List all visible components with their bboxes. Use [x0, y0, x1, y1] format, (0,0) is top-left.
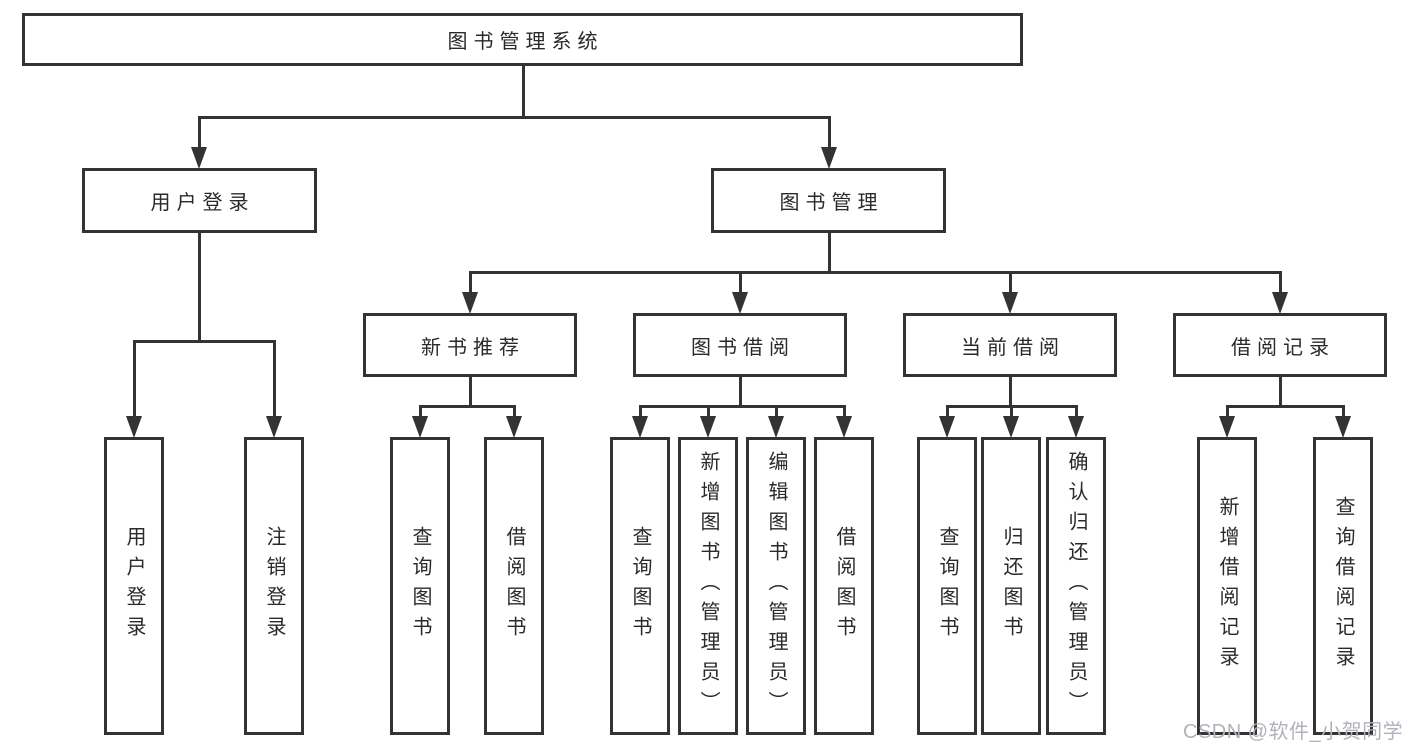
arrow-down-icon: [506, 416, 522, 438]
node-leaf-query-borrow-record: 查询借阅记录: [1313, 437, 1373, 735]
arrow-down-icon: [1335, 416, 1351, 438]
node-leaf-query-books-1: 查询图书: [390, 437, 450, 735]
csdn-watermark: CSDN @软件_小贺同学: [1183, 721, 1404, 743]
connector-line: [1225, 404, 1345, 408]
connector-line: [1341, 406, 1345, 417]
arrow-down-icon: [1003, 416, 1019, 438]
connector-line: [197, 117, 201, 148]
connector-line: [774, 406, 778, 417]
connector-line: [132, 339, 276, 343]
connector-line: [468, 272, 472, 293]
connector-line: [1278, 272, 1282, 293]
node-current-borrowing: 当前借阅: [903, 313, 1117, 377]
node-leaf-edit-book-admin: 编辑图书（管理员）: [746, 437, 806, 735]
connector-line: [638, 406, 642, 417]
arrow-down-icon: [1068, 416, 1084, 438]
arrow-down-icon: [732, 292, 748, 314]
node-library-system: 图书管理系统: [22, 13, 1023, 66]
connector-line: [738, 272, 742, 293]
arrow-down-icon: [191, 147, 207, 169]
arrow-down-icon: [266, 416, 282, 438]
node-leaf-logout: 注销登录: [244, 437, 304, 735]
connector-line: [738, 377, 742, 408]
arrow-down-icon: [126, 416, 142, 438]
connector-line: [1278, 377, 1282, 408]
node-leaf-add-borrow-record: 新增借阅记录: [1197, 437, 1257, 735]
arrow-down-icon: [632, 416, 648, 438]
node-leaf-query-books-3: 查询图书: [917, 437, 977, 735]
node-book-management: 图书管理: [711, 168, 946, 233]
connector-line: [418, 406, 422, 417]
arrow-down-icon: [821, 147, 837, 169]
connector-line: [842, 406, 846, 417]
node-borrowing-records: 借阅记录: [1173, 313, 1387, 377]
node-leaf-user-login: 用户登录: [104, 437, 164, 735]
connector-line: [638, 404, 846, 408]
arrow-down-icon: [462, 292, 478, 314]
connector-line: [827, 233, 831, 274]
node-leaf-borrow-books-1: 借阅图书: [484, 437, 544, 735]
connector-line: [1008, 272, 1012, 293]
arrow-down-icon: [1272, 292, 1288, 314]
connector-line: [468, 377, 472, 408]
connector-line: [945, 406, 949, 417]
arrow-down-icon: [412, 416, 428, 438]
arrow-down-icon: [1002, 292, 1018, 314]
connector-line: [1008, 377, 1012, 408]
connector-line: [706, 406, 710, 417]
arrow-down-icon: [768, 416, 784, 438]
node-book-borrowing: 图书借阅: [633, 313, 847, 377]
connector-line: [521, 66, 525, 119]
connector-line: [512, 406, 516, 417]
node-leaf-confirm-return-admin: 确认归还（管理员）: [1046, 437, 1106, 735]
connector-line: [418, 404, 516, 408]
arrow-down-icon: [939, 416, 955, 438]
connector-line: [272, 341, 276, 417]
node-leaf-return-books: 归还图书: [981, 437, 1041, 735]
node-leaf-query-books-2: 查询图书: [610, 437, 670, 735]
connector-line: [1225, 406, 1229, 417]
connector-line: [197, 115, 831, 119]
connector-line: [1009, 406, 1013, 417]
connector-line: [827, 117, 831, 148]
connector-line: [132, 341, 136, 417]
node-new-book-recommend: 新书推荐: [363, 313, 577, 377]
node-user-login: 用户登录: [82, 168, 317, 233]
arrow-down-icon: [1219, 416, 1235, 438]
arrow-down-icon: [836, 416, 852, 438]
connector-line: [468, 270, 1282, 274]
node-leaf-borrow-books-2: 借阅图书: [814, 437, 874, 735]
arrow-down-icon: [700, 416, 716, 438]
connector-line: [1074, 406, 1078, 417]
node-leaf-add-book-admin: 新增图书（管理员）: [678, 437, 738, 735]
connector-line: [197, 233, 201, 343]
